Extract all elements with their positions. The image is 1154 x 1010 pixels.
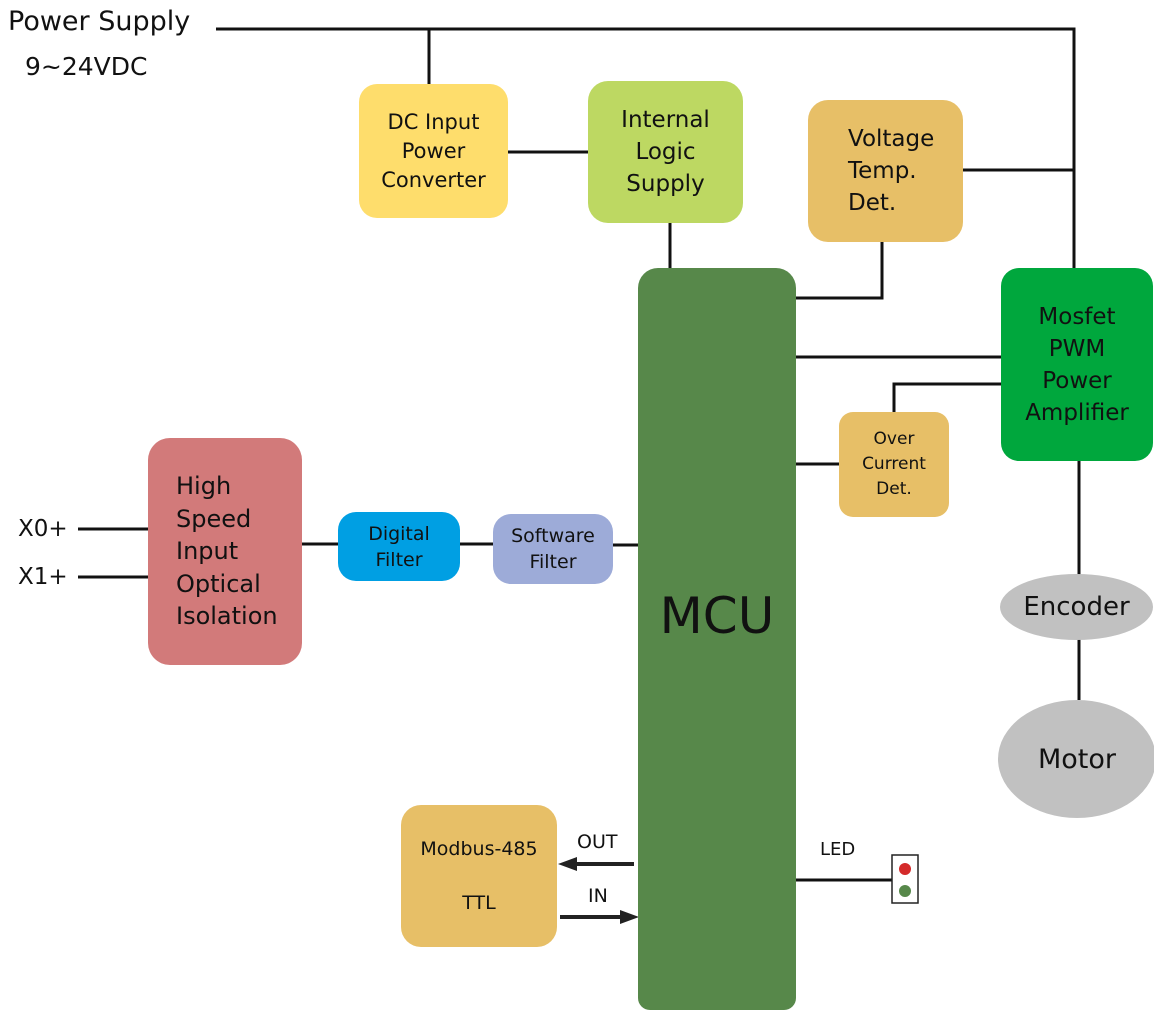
mcu-label: MCU (659, 587, 775, 645)
encoder-label: Encoder (1023, 592, 1130, 622)
led-red (899, 863, 911, 875)
software-filter-block: Software Filter (493, 514, 613, 584)
voltage-temp-label: Voltage Temp. Det. (848, 126, 935, 216)
out-arrow-head (558, 857, 577, 871)
power-supply-label: Power Supply (8, 6, 191, 37)
input-x1-label: X1+ (18, 564, 68, 590)
over-current-label: Over Current Det. (862, 429, 926, 499)
led-indicator (891, 854, 919, 904)
mcu-block: MCU (638, 268, 796, 1010)
dc-converter-label: DC Input Power Converter (381, 109, 486, 192)
motor-label: Motor (1037, 743, 1117, 775)
mosfet-pwm-amplifier-block: Mosfet PWM Power Amplifier (1001, 268, 1153, 461)
wire-voltage-to-mcu (795, 242, 884, 300)
power-rail (216, 27, 1076, 270)
led-label: LED (820, 839, 856, 860)
in-arrow-head (620, 910, 639, 924)
software-filter-label: Software Filter (511, 525, 595, 573)
led-green (899, 885, 911, 897)
digital-filter-label: Digital Filter (368, 522, 430, 571)
wire-mosfet-to-overcurrent (892, 382, 1003, 414)
modbus-block: Modbus-485 TTL (401, 805, 557, 947)
over-current-det-block: Over Current Det. (839, 412, 949, 517)
motor-node: Motor (998, 700, 1154, 818)
in-label: IN (588, 885, 608, 907)
internal-logic-supply-block: Internal Logic Supply (588, 81, 743, 223)
ttl-label: TTL (462, 892, 496, 914)
digital-filter-block: Digital Filter (338, 512, 460, 581)
optical-isolation-block: High Speed Input Optical Isolation (148, 438, 302, 665)
logic-supply-label: Internal Logic Supply (621, 107, 710, 197)
encoder-node: Encoder (1000, 574, 1153, 640)
dc-input-power-converter-block: DC Input Power Converter (359, 84, 508, 218)
mosfet-label: Mosfet PWM Power Amplifier (1025, 303, 1129, 426)
optical-isolation-label: High Speed Input Optical Isolation (176, 472, 278, 631)
power-voltage-label: 9~24VDC (25, 52, 148, 81)
modbus-label: Modbus-485 (420, 838, 538, 860)
out-label: OUT (577, 831, 618, 853)
voltage-temp-det-block: Voltage Temp. Det. (808, 100, 963, 242)
input-x0-label: X0+ (18, 516, 68, 542)
